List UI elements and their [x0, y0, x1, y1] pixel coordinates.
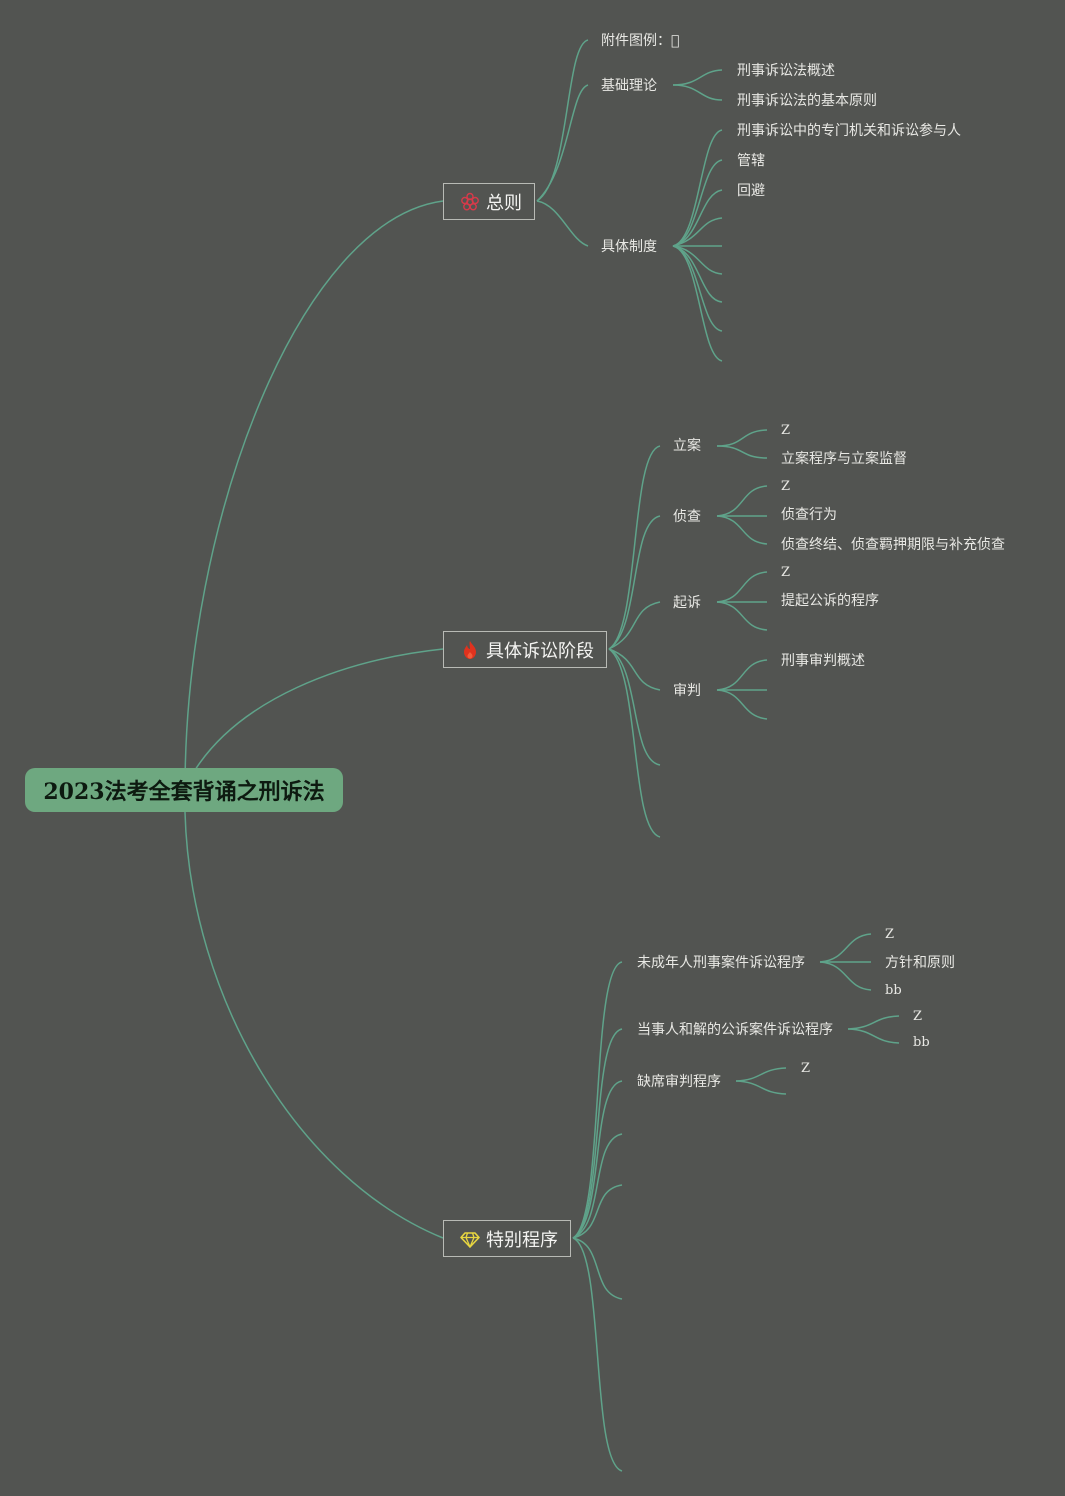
diamond-icon [460, 1229, 480, 1249]
leaf-gaishu[interactable]: 刑事诉讼法概述 [737, 63, 835, 79]
root-topic[interactable]: 2023法考全套背诵之刑诉法 [25, 768, 343, 812]
leaf-hejie-bb[interactable]: bb [913, 1035, 930, 1050]
root-title: 2023法考全套背诵之刑诉法 [43, 779, 325, 805]
topic-zongze[interactable]: 总则 [443, 183, 535, 220]
leaf-huibi[interactable]: 回避 [737, 183, 765, 199]
leaf-zhencha-xingwei[interactable]: 侦查行为 [781, 507, 837, 523]
leaf-weichengnian-bb[interactable]: bb [885, 983, 902, 998]
subtopic-fujian[interactable]: 附件图例：  [601, 33, 680, 49]
topic-jieduan[interactable]: 具体诉讼阶段 [443, 631, 607, 668]
leaf-weichengnian-z[interactable]: Z [885, 927, 895, 942]
leaf-zhencha-z[interactable]: Z [781, 479, 791, 494]
leaf-qisu-chengxu[interactable]: 提起公诉的程序 [781, 593, 879, 609]
subtopic-zhencha[interactable]: 侦查 [673, 509, 701, 525]
link-zongze-juti [536, 200, 589, 247]
subtopic-qisu[interactable]: 起诉 [673, 595, 701, 611]
subtopic-weichengnian[interactable]: 未成年人刑事案件诉讼程序 [637, 955, 805, 971]
link-zongze-jichu [536, 84, 589, 202]
leaf-qisu-z[interactable]: Z [781, 565, 791, 580]
fire-icon [460, 640, 480, 660]
subtopic-hejie[interactable]: 当事人和解的公诉案件诉讼程序 [637, 1022, 833, 1038]
flower-icon [460, 192, 480, 212]
link-root-tebie [184, 811, 444, 1239]
link-root-zongze [184, 200, 444, 791]
leaf-weichengnian-fangzhen[interactable]: 方针和原则 [885, 955, 955, 971]
subtopic-lian[interactable]: 立案 [673, 438, 701, 454]
topic-label: 具体诉讼阶段 [486, 640, 594, 662]
link-root-jieduan [194, 648, 444, 771]
leaf-guanxia[interactable]: 管辖 [737, 153, 765, 169]
link-zongze-fujian [536, 39, 589, 202]
leaf-lian-chengxu[interactable]: 立案程序与立案监督 [781, 451, 907, 467]
subtopic-shenpan[interactable]: 审判 [673, 683, 701, 699]
leaf-zhencha-zhongjie[interactable]: 侦查终结、侦查羁押期限与补充侦查 [781, 537, 1005, 553]
leaf-lian-z[interactable]: Z [781, 423, 791, 438]
leaf-quexi-z[interactable]: Z [801, 1061, 811, 1076]
leaf-hejie-z[interactable]: Z [913, 1009, 923, 1024]
topic-label: 特别程序 [486, 1229, 558, 1251]
leaf-yuanze[interactable]: 刑事诉讼法的基本原则 [737, 93, 877, 109]
leaf-jiguan[interactable]: 刑事诉讼中的专门机关和诉讼参与人 [737, 123, 961, 139]
topic-tebie[interactable]: 特别程序 [443, 1220, 571, 1257]
leaf-shenpan-gaishu[interactable]: 刑事审判概述 [781, 653, 865, 669]
subtopic-jichu[interactable]: 基础理论 [601, 78, 657, 94]
subtopic-juti[interactable]: 具体制度 [601, 239, 657, 255]
topic-label: 总则 [486, 192, 522, 214]
subtopic-quexi[interactable]: 缺席审判程序 [637, 1074, 721, 1090]
